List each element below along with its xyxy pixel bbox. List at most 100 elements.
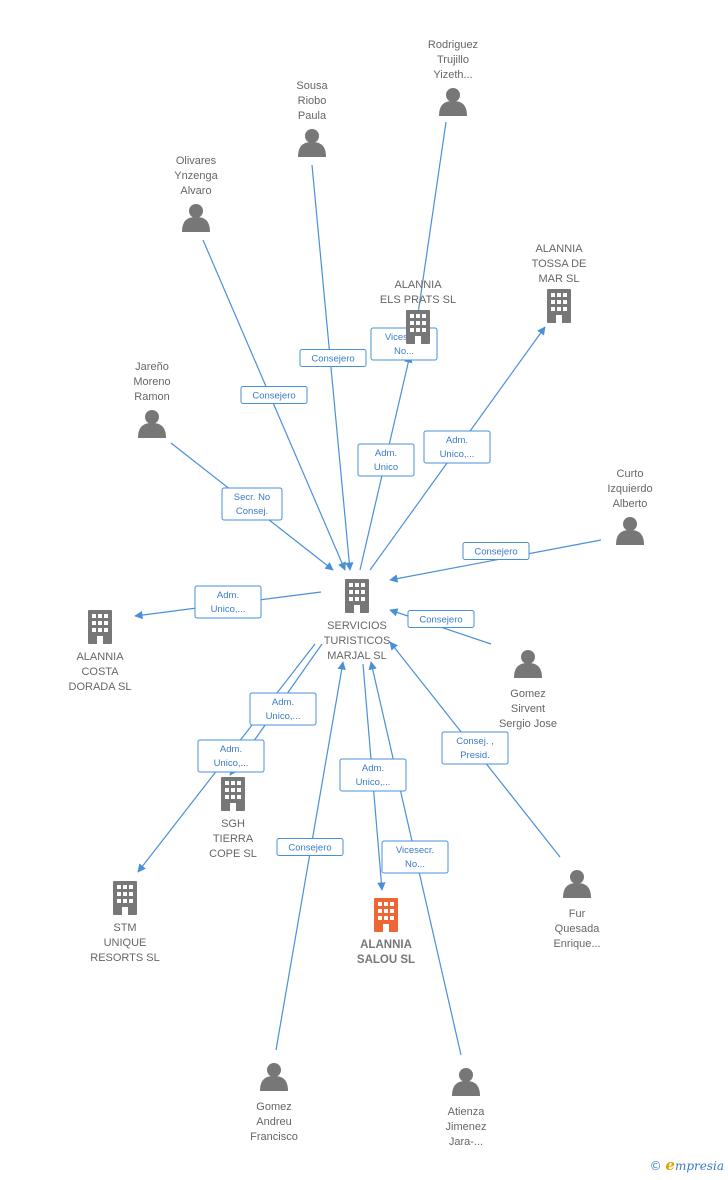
empresia-watermark: © empresia — [650, 1156, 724, 1174]
node-alannia_tossa[interactable]: ALANNIA TOSSA DE MAR SL — [532, 243, 587, 323]
node-label: ALANNIA — [394, 279, 442, 291]
building-icon — [406, 310, 430, 344]
node-fur[interactable]: FurQuesadaEnrique... — [553, 870, 601, 950]
edge-label-text: Unico,... — [214, 758, 249, 769]
node-alannia_els_prats[interactable]: ALANNIA ELS PRATS SL — [380, 279, 456, 344]
node-label: Enrique... — [553, 938, 600, 950]
edge-label-text: Consej. — [236, 506, 268, 517]
node-label: Atienza — [448, 1106, 486, 1118]
node-label: DORADA SL — [69, 681, 132, 693]
edge-label-fur-servicios[interactable]: Consej. ,Presid. — [441, 731, 509, 765]
edge-label-gomez_a-servicios[interactable]: Consejero — [276, 838, 344, 856]
node-label: Izquierdo — [607, 483, 652, 495]
edge-label-jareno-servicios[interactable]: Secr. No Consej. — [221, 487, 283, 521]
edge-label-atienza-servicios[interactable]: Vicesecr.No... — [381, 840, 449, 874]
person-icon — [138, 410, 166, 438]
node-label: Rodriguez — [428, 39, 478, 51]
node-sgh[interactable]: SGH TIERRA COPE SL — [209, 777, 257, 860]
person-icon — [514, 650, 542, 678]
node-label: Sirvent — [511, 703, 545, 715]
edge-label-text: Consejero — [474, 547, 517, 558]
edge-label-text: Adm. — [272, 697, 294, 708]
edge-label-servicios-alannia_tossa[interactable]: Adm.Unico,... — [423, 430, 491, 464]
node-label: MAR SL — [539, 273, 580, 285]
node-label: ALANNIA — [76, 651, 124, 663]
node-label: SGH — [221, 818, 245, 830]
node-label: UNIQUE — [104, 937, 147, 949]
edge-label-olivares-servicios[interactable]: Consejero — [240, 386, 308, 404]
node-label: Andreu — [256, 1116, 291, 1128]
edge-label-gomez_s-servicios[interactable]: Consejero — [407, 610, 475, 628]
node-label: TIERRA — [213, 833, 254, 845]
edge-label-servicios-stm[interactable]: Adm. Unico,... — [197, 739, 265, 773]
node-label: Alvaro — [180, 185, 211, 197]
brand-initial: e — [665, 1156, 675, 1174]
edge-label-text: Adm. — [217, 590, 239, 601]
edge-label-text: Adm. — [220, 744, 242, 755]
edge-label-text: Unico — [374, 462, 398, 473]
node-alannia_costa[interactable]: ALANNIA COSTA DORADA SL — [69, 610, 132, 693]
edge-label-text: Consejero — [252, 391, 295, 402]
edge-label-text: Vicesecr. — [385, 332, 423, 343]
node-label: Ramon — [134, 391, 169, 403]
edge-label-servicios-alannia_costa[interactable]: Adm. Unico,... — [194, 585, 262, 619]
edge-label-servicios-alannia_els_prats[interactable]: Adm.Unico — [357, 443, 415, 477]
node-label: Curto — [617, 468, 644, 480]
brand-name: mpresia — [674, 1159, 724, 1173]
node-label: Riobo — [298, 95, 327, 107]
building-icon — [88, 610, 112, 644]
edge-label-curto-servicios[interactable]: Consejero — [462, 542, 530, 560]
edge-label-text: Consejero — [311, 354, 354, 365]
building-icon — [113, 881, 137, 915]
building-icon — [547, 289, 571, 323]
edge-label-servicios-sgh[interactable]: Adm.Unico,... — [249, 692, 317, 726]
node-atienza[interactable]: AtienzaJimenezJara-... — [446, 1068, 487, 1148]
node-label: COSTA — [81, 666, 119, 678]
node-label: SALOU SL — [357, 954, 415, 966]
edge-label-text: Unico,... — [440, 449, 475, 460]
node-label: Francisco — [250, 1131, 298, 1143]
building-icon — [221, 777, 245, 811]
edge-label-text: Secr. No — [234, 492, 270, 503]
person-icon — [616, 517, 644, 545]
node-label: Sousa — [296, 80, 328, 92]
building-icon — [374, 898, 398, 932]
edge-label-text: Unico,... — [211, 604, 246, 615]
node-label: ELS PRATS SL — [380, 294, 456, 306]
edge-label-text: Vicesecr. — [396, 845, 434, 856]
node-label: Moreno — [133, 376, 170, 388]
edge-label-servicios-alannia_salou[interactable]: Adm.Unico,... — [339, 758, 407, 792]
node-label: MARJAL SL — [327, 650, 387, 662]
person-icon — [182, 204, 210, 232]
edge-label-text: Consejero — [288, 843, 331, 854]
node-rodriguez[interactable]: RodriguezTrujilloYizeth... — [428, 39, 478, 116]
node-label: Jara-... — [449, 1136, 483, 1148]
node-label: ALANNIA — [535, 243, 583, 255]
edge-sousa-servicios — [311, 164, 354, 571]
edge-label-sousa-servicios[interactable]: Consejero — [299, 349, 367, 367]
node-label: Fur — [569, 908, 586, 920]
person-icon — [452, 1068, 480, 1096]
edge-olivares-servicios — [202, 239, 346, 571]
node-label: Jimenez — [446, 1121, 487, 1133]
node-label: Gomez — [256, 1101, 291, 1113]
node-label: TOSSA DE — [532, 258, 587, 270]
node-label: Alberto — [613, 498, 648, 510]
node-label: Ynzenga — [174, 170, 218, 182]
edge-label-text: Adm. — [362, 763, 384, 774]
copyright-symbol: © — [649, 1159, 662, 1173]
node-label: COPE SL — [209, 848, 257, 860]
node-label: Jareño — [135, 361, 169, 373]
node-label: SERVICIOS — [327, 620, 387, 632]
edge-label-text: Presid. — [460, 750, 490, 761]
